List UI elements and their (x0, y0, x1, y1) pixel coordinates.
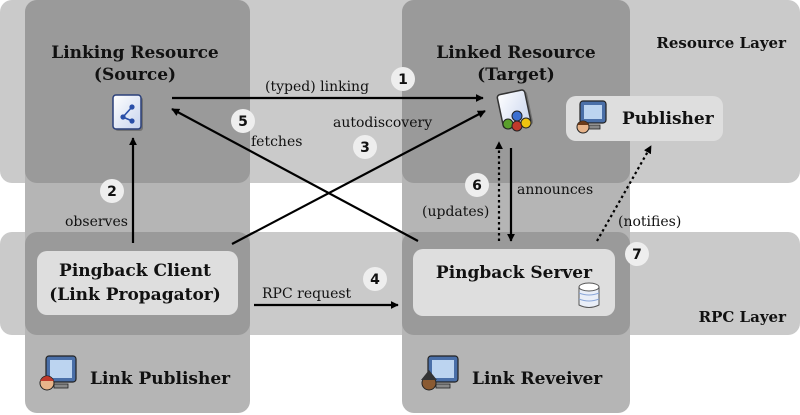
svg-text:4: 4 (370, 272, 380, 288)
publisher-label: Publisher (622, 109, 715, 129)
step-badge-6: 6 (465, 173, 489, 197)
edge-label-fetches: fetches (251, 134, 302, 150)
edge-label-rpc-request: RPC request (262, 286, 352, 302)
step-badge-5: 5 (231, 109, 255, 133)
svg-text:2: 2 (107, 184, 117, 200)
svg-text:6: 6 (472, 178, 482, 194)
target-subtitle: (Target) (477, 65, 555, 85)
source-subtitle: (Source) (94, 65, 176, 85)
link-receiver-label: Link Reveiver (472, 369, 603, 389)
resource-layer-label: Resource Layer (656, 34, 787, 52)
edge-label-announces: announces (517, 182, 593, 198)
document-people-icon (496, 89, 534, 132)
edge-label-updates: (updates) (422, 204, 489, 220)
link-publisher-icon (39, 355, 77, 391)
client-title: Pingback Client (59, 261, 211, 281)
server-title: Pingback Server (436, 263, 593, 283)
overlap-source (25, 0, 250, 183)
step-badge-3: 3 (353, 135, 377, 159)
database-icon (578, 282, 600, 308)
document-link-icon (112, 94, 143, 131)
target-title: Linked Resource (436, 43, 596, 63)
monitor-user-icon (576, 100, 607, 134)
rpc-layer-label: RPC Layer (699, 308, 787, 326)
arrow-notifies (596, 145, 652, 242)
link-publisher-label: Link Publisher (90, 369, 231, 389)
svg-text:3: 3 (360, 140, 370, 156)
server-box (413, 249, 615, 316)
edge-label-linking: (typed) linking (265, 79, 369, 95)
svg-text:1: 1 (398, 72, 408, 88)
client-box (37, 251, 238, 315)
step-badge-4: 4 (363, 267, 387, 291)
link-receiver-icon (421, 355, 459, 391)
edge-label-autodiscovery: autodiscovery (333, 115, 432, 131)
step-badge-1: 1 (391, 67, 415, 91)
edge-label-notifies: (notifies) (618, 214, 681, 230)
arrow-fetches (171, 108, 419, 242)
arrow-autodiscovery (231, 110, 486, 245)
step-badge-7: 7 (625, 242, 649, 266)
svg-text:5: 5 (238, 114, 248, 130)
client-subtitle: (Link Propagator) (49, 285, 221, 305)
source-title: Linking Resource (51, 43, 219, 63)
svg-text:7: 7 (632, 247, 642, 263)
edge-label-observes: observes (65, 214, 128, 230)
step-badge-2: 2 (100, 179, 124, 203)
